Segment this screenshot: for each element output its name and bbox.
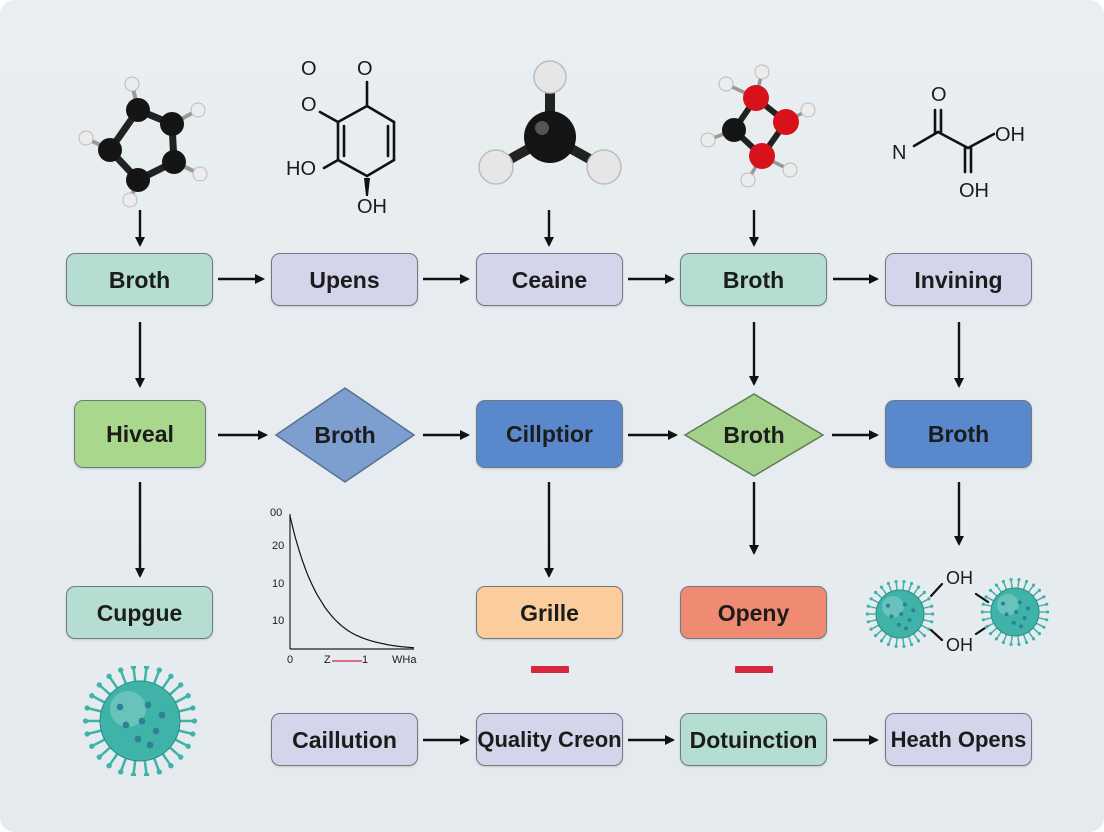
chart-x-tick-label: 1 [362,654,369,666]
atom-o-label: O [931,84,947,106]
chart-x-tick-label: Z [324,654,331,666]
hydroxyl-label: HO [286,158,316,180]
chart-y-tick-label: 10 [272,615,285,627]
process-node-broth[interactable]: Broth [66,253,213,306]
cyclopentane-molecule-icon [78,76,208,208]
atom-n-label: N [892,142,907,164]
chart-x-tick-label: 0 [287,654,294,666]
decision-node-broth[interactable]: Broth [683,392,825,478]
process-node-heath-opens[interactable]: Heath Opens [885,713,1032,766]
decay-chart [289,514,415,662]
chart-y-tick-label: 20 [272,540,285,552]
hydroxyl-label: OH [959,180,989,202]
process-node-caillution[interactable]: Caillution [271,713,418,766]
chart-x-tick-label: WHa [392,654,417,666]
decision-node-broth[interactable]: Broth [274,386,416,484]
atom-o-label: O [301,58,317,80]
virus-icon [860,574,940,654]
process-node-upens[interactable]: Upens [271,253,418,306]
oxygen-ring-molecule-icon [700,64,816,188]
decision-label: Broth [314,421,376,448]
process-node-grille[interactable]: Grille [476,586,623,639]
chart-y-tick-label: 00 [270,507,283,519]
process-node-hiveal[interactable]: Hiveal [74,400,206,468]
hydroxyl-label: OH [946,568,973,588]
amide-acid-structure-icon [912,108,996,174]
process-node-cillptior[interactable]: Cillptior [476,400,623,468]
quinone-structure-icon [318,80,396,196]
chart-y-tick-label: 10 [272,578,285,590]
atom-o-label: O [357,58,373,80]
process-node-dotuinction[interactable]: Dotuinction [680,713,827,766]
decision-label: Broth [723,421,785,448]
process-node-broth[interactable]: Broth [885,400,1032,468]
decision-diamond-shape [274,387,416,483]
decision-diamond-shape [683,393,825,477]
process-node-broth[interactable]: Broth [680,253,827,306]
process-node-cupgue[interactable]: Cupgue [66,586,213,639]
atom-o-label: O [301,94,317,116]
virus-icon [80,664,200,778]
virus-icon [975,572,1055,652]
process-node-quality-creon[interactable]: Quality Creon [476,713,623,766]
red-marker [735,666,773,673]
hydroxyl-label: OH [995,124,1025,146]
red-marker [531,666,569,673]
trigonal-molecule-icon [478,60,622,185]
process-node-openy[interactable]: Openy [680,586,827,639]
process-node-invining[interactable]: Invining [885,253,1032,306]
process-node-ceaine[interactable]: Ceaine [476,253,623,306]
hydroxyl-label: OH [357,196,387,218]
hydroxyl-label: OH [946,635,973,655]
chart-series-line [289,515,415,649]
